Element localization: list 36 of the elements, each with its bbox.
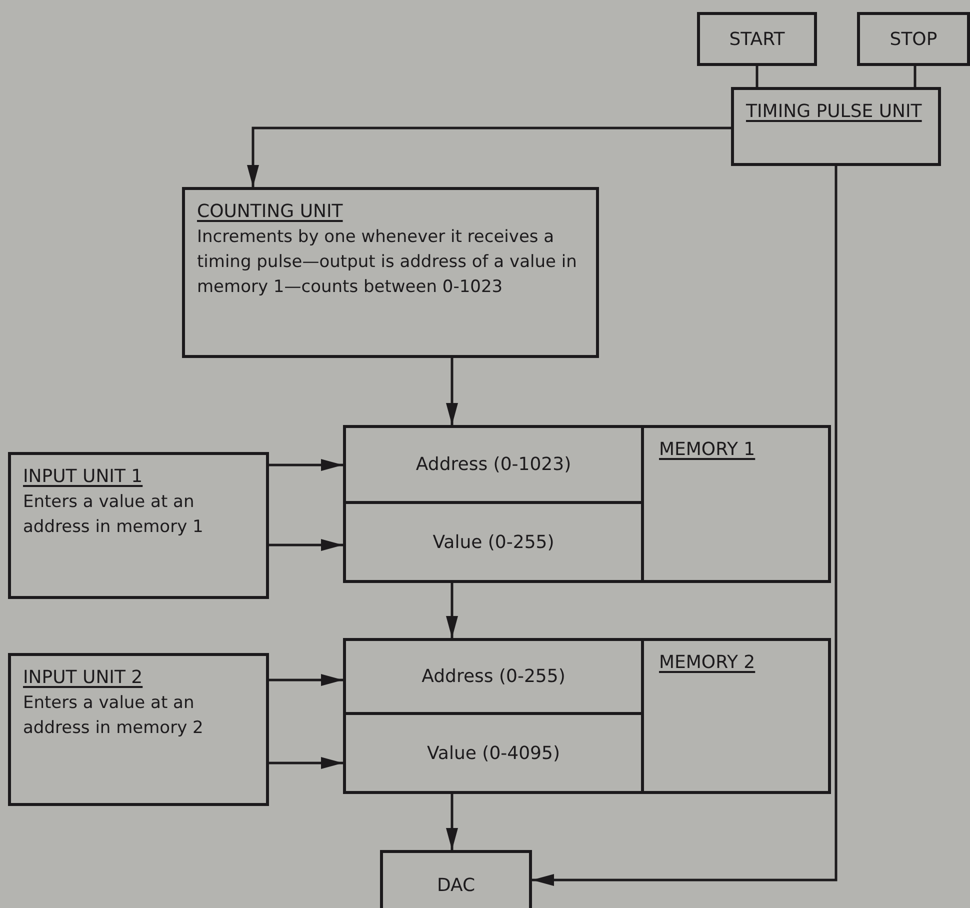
unit-box bbox=[343, 425, 831, 583]
arrow bbox=[446, 794, 458, 850]
arrow bbox=[446, 358, 458, 425]
connector-line bbox=[914, 66, 916, 87]
arrow bbox=[446, 583, 458, 638]
unit-description: Enters a value at an address in memory 1 bbox=[23, 491, 204, 539]
unit-heading: INPUT UNIT 2 bbox=[23, 666, 144, 689]
box-label: START bbox=[729, 28, 785, 50]
process-box bbox=[697, 12, 817, 66]
process-box bbox=[380, 850, 532, 908]
arrow bbox=[269, 757, 343, 769]
unit-heading: MEMORY 1 bbox=[659, 438, 756, 461]
arrow bbox=[269, 674, 343, 686]
arrow bbox=[532, 166, 838, 886]
unit-box bbox=[8, 653, 269, 806]
box-label: Value (0-255) bbox=[432, 530, 554, 554]
unit-heading: MEMORY 2 bbox=[659, 651, 756, 674]
unit-description: Increments by one whenever it receives a timing pulse—output is address of a value in memory 1—counts between 0-1023 bbox=[197, 226, 578, 299]
unit-heading: INPUT UNIT 1 bbox=[23, 465, 144, 488]
connector-line bbox=[756, 66, 758, 87]
box-label: Value (0-4095) bbox=[427, 742, 560, 764]
unit-heading: COUNTING UNIT bbox=[197, 200, 344, 223]
process-box bbox=[857, 12, 970, 66]
unit-heading: TIMING PULSE UNIT bbox=[746, 100, 923, 123]
unit-box bbox=[8, 452, 269, 599]
box-label: Address (0-255) bbox=[422, 665, 566, 688]
unit-box bbox=[731, 87, 941, 166]
box-label: Address (0-1023) bbox=[416, 453, 572, 476]
arrow bbox=[269, 539, 343, 551]
arrow bbox=[247, 126, 731, 187]
unit-box bbox=[343, 638, 831, 794]
box-label: STOP bbox=[890, 28, 938, 50]
box-label: DAC bbox=[436, 874, 476, 896]
arrow bbox=[269, 459, 343, 471]
unit-description: Enters a value at an address in memory 2 bbox=[23, 692, 204, 740]
unit-box bbox=[182, 187, 599, 358]
